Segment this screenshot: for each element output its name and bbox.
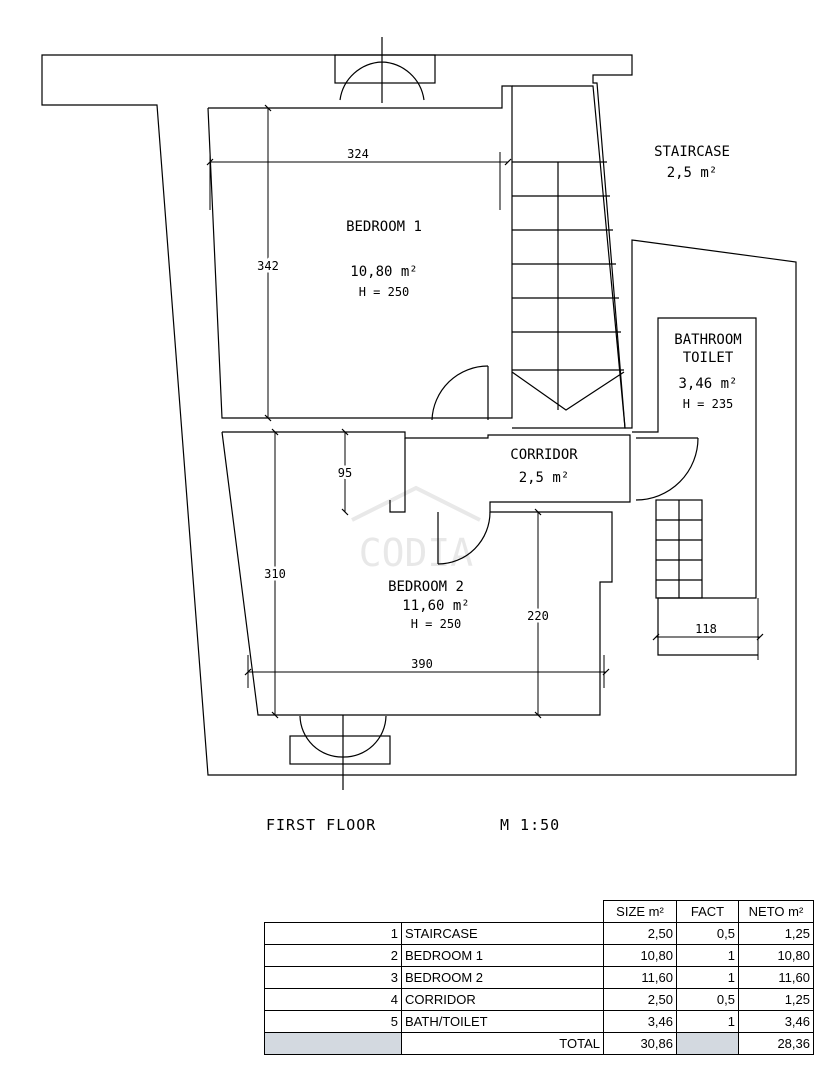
staircase-area: 2,5 m² <box>667 165 718 181</box>
area-table: SIZE m² FACT NETO m² 1 STAIRCASE 2,50 0,… <box>264 900 814 1055</box>
table-row: 3 BEDROOM 2 11,60 1 11,60 <box>264 966 814 989</box>
corridor-wall <box>389 438 406 513</box>
header-fact: FACT <box>676 900 739 923</box>
bedroom-1-walls <box>207 85 513 419</box>
dimension-324: 324 <box>347 147 369 161</box>
row-number: 4 <box>264 988 402 1011</box>
row-neto: 11,60 <box>738 966 814 989</box>
toilet-label: TOILET <box>683 350 734 366</box>
row-size: 3,46 <box>603 1010 677 1033</box>
bedroom-1-label: BEDROOM 1 <box>346 219 422 235</box>
row-neto: 1,25 <box>738 922 814 945</box>
table-row: 1 STAIRCASE 2,50 0,5 1,25 <box>264 922 814 945</box>
small-stair <box>655 499 703 599</box>
bedroom-1-area: 10,80 m² <box>350 264 417 280</box>
row-fact: 0,5 <box>676 922 739 945</box>
row-number: 3 <box>264 966 402 989</box>
row-room: BATH/TOILET <box>401 1010 604 1033</box>
header-neto: NETO m² <box>738 900 814 923</box>
dimension-95: 95 <box>338 466 352 480</box>
total-label: TOTAL <box>401 1032 604 1055</box>
table-total-row: TOTAL 30,86 28,36 <box>264 1032 814 1055</box>
header-size: SIZE m² <box>603 900 677 923</box>
watermark-logo: CODIA <box>351 485 481 575</box>
row-size: 2,50 <box>603 922 677 945</box>
dimension-220: 220 <box>527 609 549 623</box>
floor-plan: CODIA <box>41 37 797 790</box>
corridor-area: 2,5 m² <box>519 470 570 486</box>
window-bottom <box>289 715 391 790</box>
door-bedroom-1 <box>431 365 489 421</box>
row-size: 10,80 <box>603 944 677 967</box>
row-number: 2 <box>264 944 402 967</box>
dimension-118: 118 <box>695 622 717 636</box>
total-size: 30,86 <box>603 1032 677 1055</box>
watermark-text: CODIA <box>359 531 474 575</box>
row-number: 1 <box>264 922 402 945</box>
row-neto: 3,46 <box>738 1010 814 1033</box>
main-staircase <box>511 85 626 429</box>
staircase-label: STAIRCASE <box>654 144 730 160</box>
row-size: 2,50 <box>603 988 677 1011</box>
row-fact: 0,5 <box>676 988 739 1011</box>
scale-caption: M 1:50 <box>500 816 561 834</box>
corridor-label: CORRIDOR <box>510 447 578 463</box>
floor-caption: FIRST FLOOR <box>266 816 377 834</box>
bathroom-area: 3,46 m² <box>678 376 737 392</box>
row-fact: 1 <box>676 1010 739 1033</box>
bedroom-2-area: 11,60 m² <box>402 598 469 614</box>
bedroom-1-height: H = 250 <box>359 285 410 299</box>
table-row: 4 CORRIDOR 2,50 0,5 1,25 <box>264 988 814 1011</box>
dimension-390: 390 <box>411 657 433 671</box>
row-fact: 1 <box>676 966 739 989</box>
window-top <box>334 37 436 103</box>
row-neto: 1,25 <box>738 988 814 1011</box>
row-number: 5 <box>264 1010 402 1033</box>
row-room: BEDROOM 1 <box>401 944 604 967</box>
table-row: 5 BATH/TOILET 3,46 1 3,46 <box>264 1010 814 1033</box>
door-bedroom-2 <box>437 511 491 565</box>
bedroom-2-height: H = 250 <box>411 617 462 631</box>
outer-wall <box>41 54 797 776</box>
table-row: 2 BEDROOM 1 10,80 1 10,80 <box>264 944 814 967</box>
row-fact: 1 <box>676 944 739 967</box>
row-size: 11,60 <box>603 966 677 989</box>
row-room: STAIRCASE <box>401 922 604 945</box>
bathroom-label: BATHROOM <box>674 332 741 348</box>
bathroom-walls <box>632 317 758 656</box>
row-room: BEDROOM 2 <box>401 966 604 989</box>
row-neto: 10,80 <box>738 944 814 967</box>
bedroom-2-label: BEDROOM 2 <box>388 579 464 595</box>
dimension-342: 342 <box>257 259 279 273</box>
bathroom-height: H = 235 <box>683 397 734 411</box>
row-room: CORRIDOR <box>401 988 604 1011</box>
dimension-310: 310 <box>264 567 286 581</box>
door-bathroom <box>635 437 699 501</box>
total-neto: 28,36 <box>738 1032 814 1055</box>
table-header-row: SIZE m² FACT NETO m² <box>265 900 814 923</box>
